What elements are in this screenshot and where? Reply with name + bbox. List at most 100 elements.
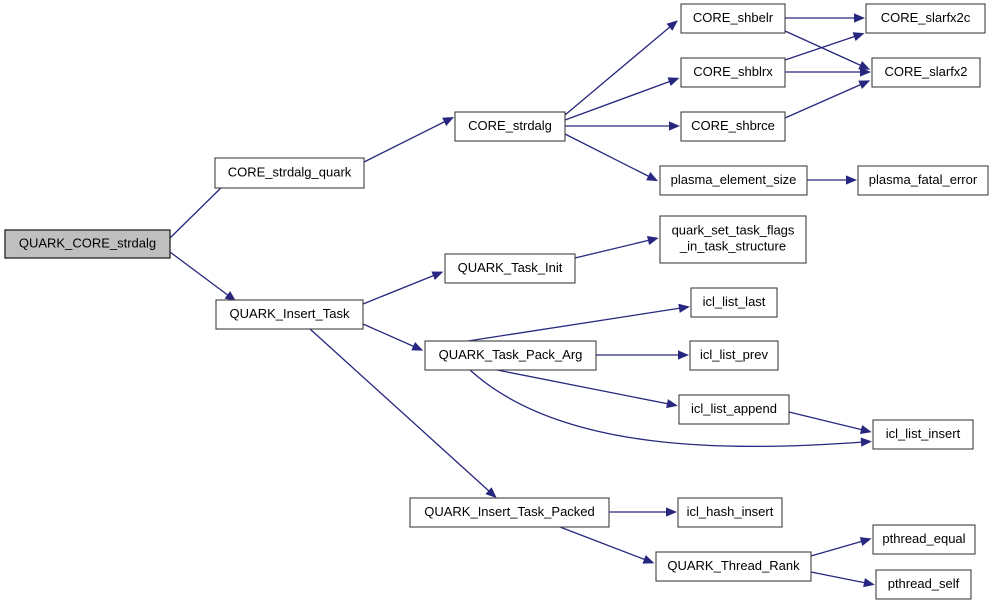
edge-arrowhead (431, 271, 444, 281)
node-box[interactable] (871, 57, 981, 88)
graph-node-quark_task_init[interactable]: QUARK_Task_Init (444, 253, 576, 284)
graph-node-icl_hash_insert[interactable]: icl_hash_insert (677, 497, 783, 528)
node-box[interactable] (872, 524, 976, 555)
edge-line (810, 540, 864, 557)
node-label: QUARK_Insert_Task (230, 306, 350, 321)
graph-node-icl_list_prev[interactable]: icl_list_prev (689, 340, 779, 371)
edge-arrowhead (860, 67, 871, 77)
node-box[interactable] (865, 3, 986, 34)
edge-arrowhead (666, 399, 678, 409)
graph-node-core_shbrce[interactable]: CORE_shbrce (680, 111, 786, 142)
call-edge (785, 67, 871, 77)
edge-line (788, 411, 864, 431)
call-edge (564, 77, 680, 121)
node-label: CORE_slarfx2 (884, 64, 967, 79)
edge-arrowhead (411, 341, 424, 351)
edge-arrowhead (860, 437, 872, 447)
edge-line (784, 30, 863, 67)
edge-line (309, 328, 491, 493)
graph-node-plasma_fatal_error[interactable]: plasma_fatal_error (857, 165, 989, 196)
edge-line (559, 526, 647, 561)
graph-node-pthread_equal[interactable]: pthread_equal (872, 524, 976, 555)
node-label: icl_list_prev (700, 347, 768, 362)
edge-arrowhead (485, 487, 497, 499)
graph-node-core_slarfx2c[interactable]: CORE_slarfx2c (865, 3, 986, 34)
node-box[interactable] (678, 394, 790, 425)
graph-node-core_strdalg_quark[interactable]: CORE_strdalg_quark (214, 157, 365, 189)
call-edge (362, 323, 424, 351)
node-label: CORE_shbrce (691, 118, 775, 133)
graph-node-quark_core_strdalg[interactable]: QUARK_CORE_strdalg (4, 229, 171, 259)
graph-node-quark_insert_task_packed[interactable]: QUARK_Insert_Task_Packed (409, 497, 610, 528)
node-box[interactable] (215, 299, 364, 330)
node-box[interactable] (444, 253, 576, 284)
node-box[interactable] (875, 569, 972, 600)
node-box[interactable] (454, 111, 566, 142)
node-label: pthread_self (888, 576, 960, 591)
node-label: QUARK_Thread_Rank (667, 558, 800, 573)
graph-node-core_shblrx[interactable]: CORE_shblrx (680, 57, 786, 88)
call-edge (810, 571, 875, 588)
edge-line (169, 179, 230, 239)
node-box[interactable] (689, 340, 779, 371)
node-label: icl_list_insert (886, 426, 961, 441)
node-box[interactable] (872, 419, 974, 450)
node-label: CORE_slarfx2c (881, 10, 971, 25)
call-edge (363, 116, 455, 163)
node-box[interactable] (659, 215, 807, 264)
graph-node-quark_set_task_flags[interactable]: quark_set_task_flags_in_task_structure (659, 215, 807, 264)
call-edge (784, 80, 871, 119)
node-box[interactable] (659, 165, 808, 196)
node-box[interactable] (680, 3, 786, 34)
node-box[interactable] (214, 157, 365, 189)
edge-arrowhead (646, 171, 659, 182)
node-box[interactable] (857, 165, 989, 196)
graph-node-core_slarfx2[interactable]: CORE_slarfx2 (871, 57, 981, 88)
graph-node-icl_list_insert[interactable]: icl_list_insert (872, 419, 974, 450)
node-box[interactable] (680, 111, 786, 142)
node-box[interactable] (690, 287, 778, 318)
graph-node-core_strdalg[interactable]: CORE_strdalg (454, 111, 566, 142)
edge-line (362, 323, 416, 348)
node-box[interactable] (680, 57, 786, 88)
node-box[interactable] (655, 551, 812, 582)
edge-arrowhead (666, 507, 677, 517)
node-label: CORE_shbelr (693, 10, 774, 25)
edge-line (810, 571, 867, 584)
call-edge (788, 411, 872, 434)
edge-line (564, 25, 672, 116)
edge-line (496, 369, 670, 405)
node-box[interactable] (409, 497, 610, 528)
call-edge (496, 369, 678, 409)
edge-arrowhead (854, 13, 865, 23)
graph-node-pthread_self[interactable]: pthread_self (875, 569, 972, 600)
edge-arrowhead (859, 425, 872, 434)
node-layer: QUARK_CORE_strdalg CORE_strdalg_quark CORE… (4, 3, 989, 600)
graph-node-core_shbelr[interactable]: CORE_shbelr (680, 3, 786, 34)
call-edge (564, 20, 678, 116)
edge-arrowhead (667, 77, 680, 87)
call-edge (784, 30, 871, 70)
edge-arrowhead (224, 291, 237, 302)
graph-node-quark_thread_rank[interactable]: QUARK_Thread_Rank (655, 551, 812, 582)
graph-node-quark_task_pack_arg[interactable]: QUARK_Task_Pack_Arg (424, 340, 597, 371)
call-edge (169, 251, 237, 302)
edge-arrowhead (678, 350, 689, 360)
graph-node-icl_list_last[interactable]: icl_list_last (690, 287, 778, 318)
call-edge (467, 303, 690, 342)
call-edge (469, 369, 872, 448)
graph-node-icl_list_append[interactable]: icl_list_append (678, 394, 790, 425)
node-label: pthread_equal (882, 531, 965, 546)
node-box[interactable] (677, 497, 783, 528)
edge-line (564, 133, 651, 178)
edge-arrowhead (666, 20, 678, 31)
graph-node-plasma_element_size[interactable]: plasma_element_size (659, 165, 808, 196)
call-edge (362, 271, 444, 305)
node-label: QUARK_Task_Pack_Arg (439, 347, 583, 362)
node-box[interactable] (424, 340, 597, 371)
node-box[interactable] (4, 229, 171, 259)
graph-node-quark_insert_task[interactable]: QUARK_Insert_Task (215, 299, 364, 330)
edge-arrowhead (859, 537, 872, 546)
edge-arrowhead (669, 121, 680, 131)
